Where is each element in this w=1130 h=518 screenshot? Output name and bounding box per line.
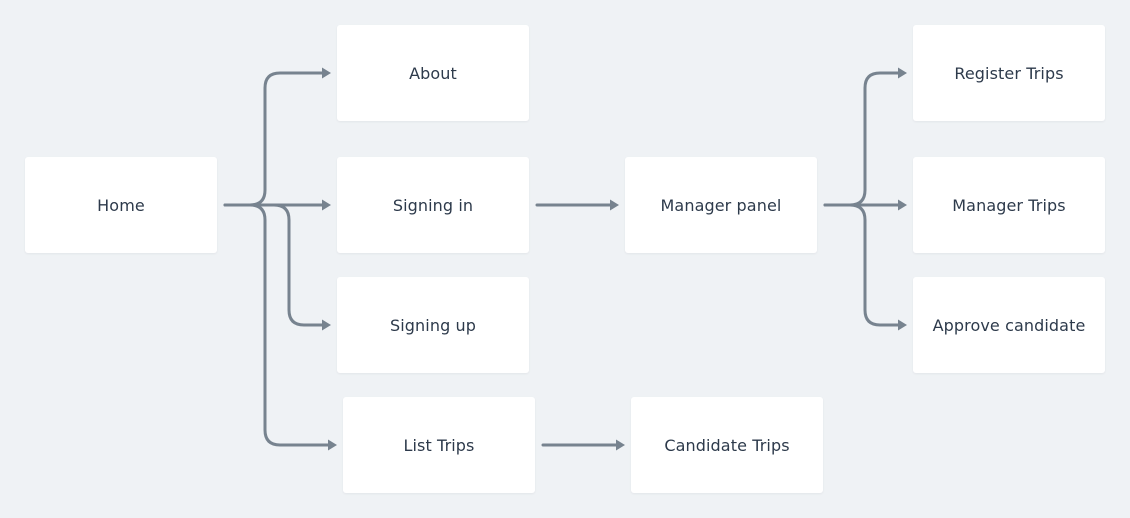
arrowhead-approve-candidate xyxy=(898,319,907,331)
node-register-trips[interactable]: Register Trips xyxy=(913,25,1105,121)
node-list-trips[interactable]: List Trips xyxy=(343,397,535,493)
arrowhead-about xyxy=(322,67,331,79)
node-signing-up-label: Signing up xyxy=(389,315,477,335)
node-register-trips-label: Register Trips xyxy=(954,63,1064,83)
node-approve-candidate[interactable]: Approve candidate xyxy=(913,277,1105,373)
node-candidate-trips[interactable]: Candidate Trips xyxy=(631,397,823,493)
node-list-trips-label: List Trips xyxy=(403,435,475,455)
node-home[interactable]: Home xyxy=(25,157,217,253)
node-candidate-trips-label: Candidate Trips xyxy=(664,435,790,455)
node-approve-candidate-label: Approve candidate xyxy=(932,315,1086,335)
node-about-label: About xyxy=(409,63,457,83)
node-about[interactable]: About xyxy=(337,25,529,121)
edge-manager-panel-register-trips xyxy=(823,71,902,207)
node-manager-panel[interactable]: Manager panel xyxy=(625,157,817,253)
node-manager-trips[interactable]: Manager Trips xyxy=(913,157,1105,253)
node-signing-up[interactable]: Signing up xyxy=(337,277,529,373)
arrowhead-manager-trips xyxy=(898,199,907,211)
edge-home-signing-up xyxy=(248,203,326,327)
node-home-label: Home xyxy=(97,195,145,215)
node-signing-in-label: Signing in xyxy=(392,195,474,215)
node-manager-panel-label: Manager panel xyxy=(660,195,782,215)
arrowhead-signing-up xyxy=(322,319,331,331)
node-manager-trips-label: Manager Trips xyxy=(952,195,1066,215)
arrowhead-register-trips xyxy=(898,67,907,79)
edge-manager-panel-approve-candidate xyxy=(848,203,902,327)
arrowhead-signing-in xyxy=(322,199,331,211)
arrowhead-list-trips xyxy=(328,439,337,451)
edge-home-about xyxy=(223,71,326,207)
node-signing-in[interactable]: Signing in xyxy=(337,157,529,253)
arrowhead-manager-panel xyxy=(610,199,619,211)
arrowhead-candidate-trips xyxy=(616,439,625,451)
edge-home-list-trips xyxy=(248,203,332,447)
